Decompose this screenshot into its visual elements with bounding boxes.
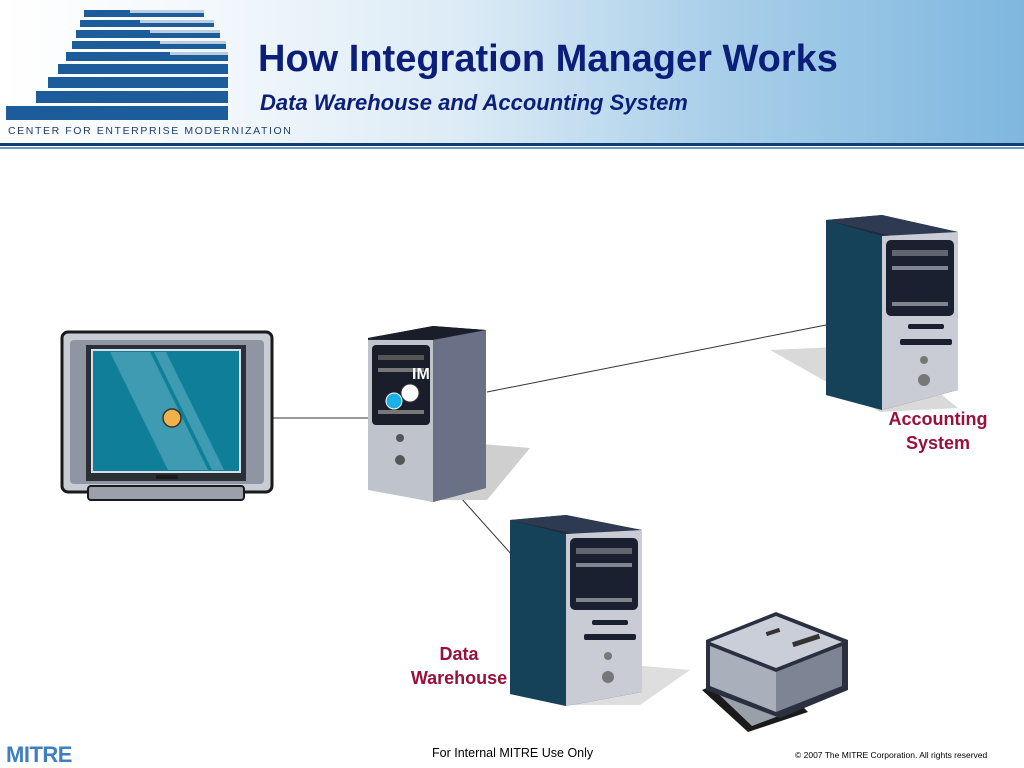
data-warehouse-label: Data Warehouse xyxy=(398,642,520,690)
accounting-system-label: Accounting System xyxy=(876,407,1000,455)
cem-logo-icon xyxy=(6,10,228,120)
warehouse-label-line2: Warehouse xyxy=(410,668,508,688)
logo-caption: CENTER FOR ENTERPRISE MODERNIZATION xyxy=(8,125,293,137)
mitre-logo: MITRE xyxy=(6,742,72,767)
slide-header: CENTER FOR ENTERPRISE MODERNIZATION How … xyxy=(0,0,1024,146)
header-divider xyxy=(0,143,1024,146)
im-server-icon xyxy=(368,326,486,502)
slide-subtitle: Data Warehouse and Accounting System xyxy=(260,90,688,115)
monitor-icon xyxy=(60,330,274,501)
accounting-label-line1: Accounting xyxy=(888,409,988,429)
footer-copyright: © 2007 The MITRE Corporation. All rights… xyxy=(795,750,988,760)
warehouse-label-line1: Data xyxy=(439,644,479,664)
header-divider-secondary xyxy=(0,147,1024,149)
printer-icon xyxy=(702,612,848,732)
accounting-server-icon xyxy=(826,215,958,410)
footer-notice: For Internal MITRE Use Only xyxy=(432,746,594,760)
accounting-label-line2: System xyxy=(905,433,971,453)
im-label: IM xyxy=(412,366,430,383)
warehouse-server-icon xyxy=(510,515,642,706)
slide-title: How Integration Manager Works xyxy=(258,38,838,80)
connector-im-accounting xyxy=(486,324,827,393)
